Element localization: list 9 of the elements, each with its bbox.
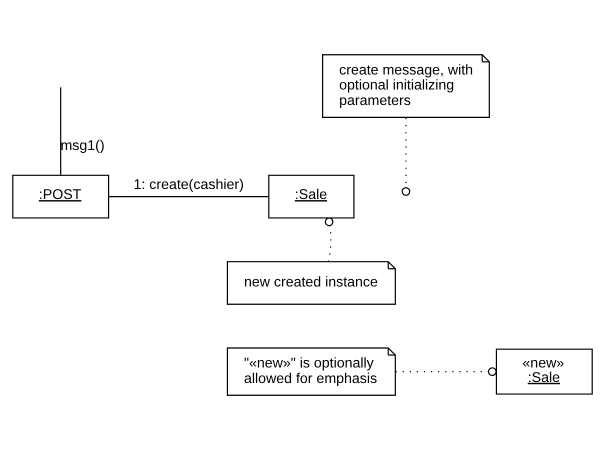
node-box: «new» :Sale bbox=[496, 348, 593, 395]
edge-label: msg1() bbox=[60, 138, 105, 154]
edge-label: 1: create(cashier) bbox=[134, 177, 244, 194]
connector bbox=[396, 367, 497, 376]
node-box: :POST bbox=[12, 174, 110, 218]
connector bbox=[109, 196, 269, 198]
connector bbox=[60, 87, 62, 176]
node-box: :Sale bbox=[268, 174, 355, 218]
connector bbox=[324, 217, 334, 262]
